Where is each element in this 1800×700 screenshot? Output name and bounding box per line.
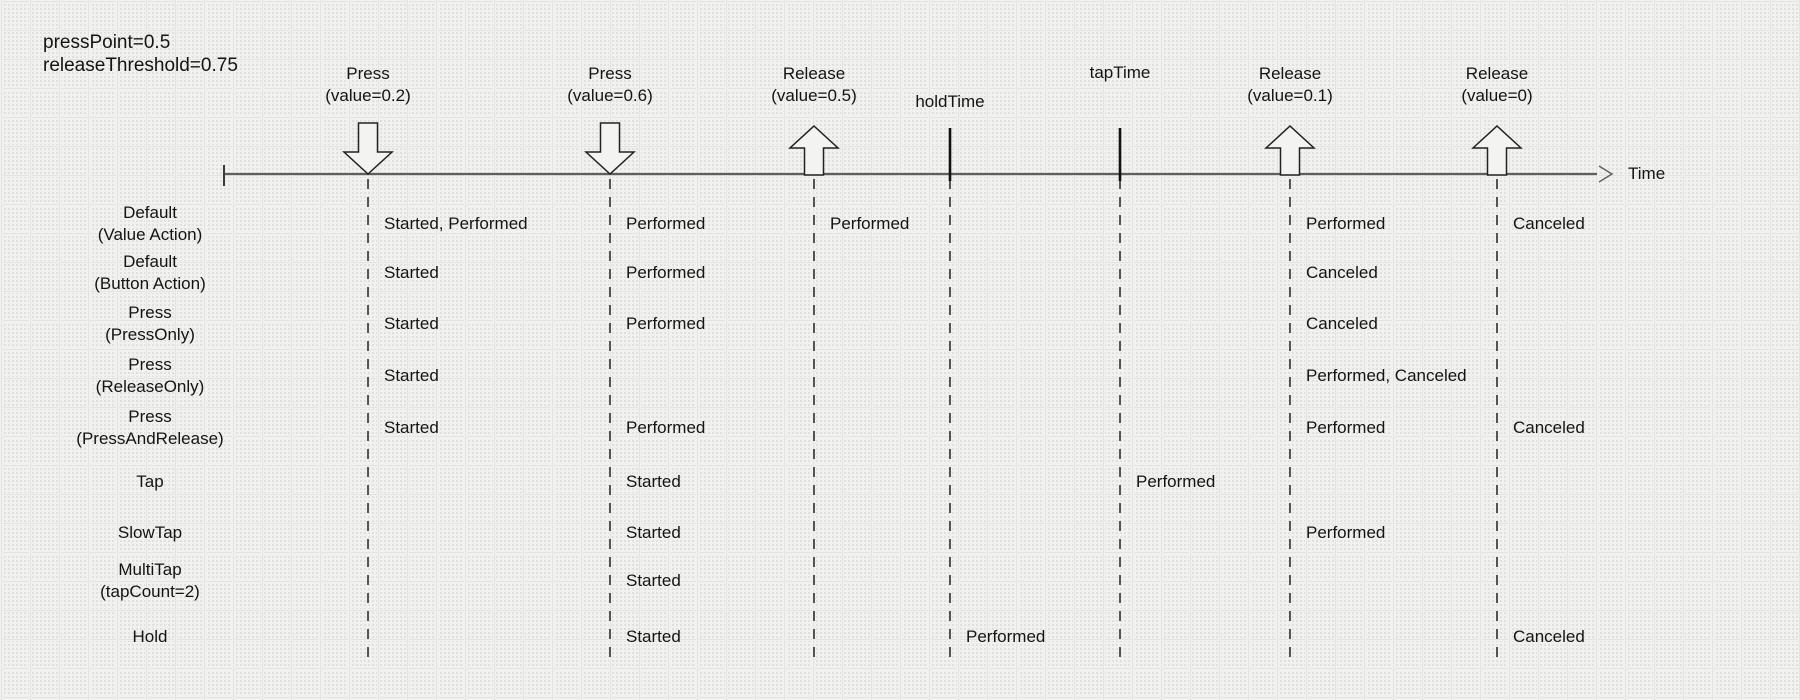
event-default-value-action-release-value-0: Canceled	[1513, 214, 1585, 233]
row-label-slow-tap: SlowTap	[117, 523, 183, 542]
time-axis-label: Time	[1628, 164, 1666, 183]
row-label-default-button-action: Default (Button Action)	[94, 252, 206, 293]
time-axis-arrowhead-icon	[1598, 165, 1614, 183]
event-hold-release-value-0: Canceled	[1513, 627, 1585, 646]
row-label-press-press-only: Press (PressOnly)	[105, 303, 195, 344]
event-default-value-action-release-value-0.5: Performed	[830, 214, 910, 233]
event-press-press-and-release-press-value-0.6: Performed	[626, 418, 706, 437]
event-default-value-action-press-value-0.2: Started, Performed	[384, 214, 528, 233]
event-tap-press-value-0.6: Started	[626, 472, 681, 491]
press-value-0.6-label: Press (value=0.6)	[567, 64, 653, 105]
event-default-value-action-press-value-0.6: Performed	[626, 214, 706, 233]
row-label-press-release-only: Press (ReleaseOnly)	[95, 355, 205, 396]
event-tap-tap-time: Performed	[1136, 472, 1216, 491]
event-default-button-action-release-value-0.1: Canceled	[1306, 263, 1378, 282]
event-default-button-action-press-value-0.6: Performed	[626, 263, 706, 282]
event-press-press-only-press-value-0.6: Performed	[626, 314, 706, 333]
press-down-arrow-icon	[584, 122, 636, 176]
event-press-release-only-release-value-0.1: Performed, Canceled	[1306, 366, 1467, 385]
release-up-arrow-icon	[1264, 124, 1316, 176]
row-label-multi-tap: MultiTap (tapCount=2)	[100, 560, 200, 601]
event-default-button-action-press-value-0.2: Started	[384, 263, 439, 282]
event-press-press-only-release-value-0.1: Canceled	[1306, 314, 1378, 333]
row-label-default-value-action: Default (Value Action)	[97, 203, 203, 244]
event-slow-tap-release-value-0.1: Performed	[1306, 523, 1386, 542]
release-value-0-label: Release (value=0)	[1461, 64, 1533, 105]
event-press-press-only-press-value-0.2: Started	[384, 314, 439, 333]
row-label-hold: Hold	[132, 627, 168, 646]
event-default-value-action-release-value-0.1: Performed	[1306, 214, 1386, 233]
event-multi-tap-press-value-0.6: Started	[626, 571, 681, 590]
event-press-press-and-release-press-value-0.2: Started	[384, 418, 439, 437]
row-label-tap: Tap	[136, 472, 164, 491]
release-value-0.1-label: Release (value=0.1)	[1247, 64, 1333, 105]
release-threshold-parameter: releaseThreshold=0.75	[43, 55, 238, 76]
event-hold-hold-time: Performed	[966, 627, 1046, 646]
press-point-parameter: pressPoint=0.5	[43, 32, 171, 53]
event-press-release-only-press-value-0.2: Started	[384, 366, 439, 385]
event-press-press-and-release-release-value-0.1: Performed	[1306, 418, 1386, 437]
row-label-press-press-and-release: Press (PressAndRelease)	[76, 407, 224, 448]
event-hold-press-value-0.6: Started	[626, 627, 681, 646]
release-value-0.5-label: Release (value=0.5)	[771, 64, 857, 105]
press-value-0.2-label: Press (value=0.2)	[325, 64, 411, 105]
event-press-press-and-release-release-value-0: Canceled	[1513, 418, 1585, 437]
event-slow-tap-press-value-0.6: Started	[626, 523, 681, 542]
hold-time-label: holdTime	[915, 92, 985, 111]
parameters-annotation: pressPoint=0.5 releaseThreshold=0.75	[43, 31, 238, 77]
release-up-arrow-icon	[788, 124, 840, 176]
tap-time-label: tapTime	[1089, 63, 1151, 82]
press-down-arrow-icon	[342, 122, 394, 176]
release-up-arrow-icon	[1471, 124, 1523, 176]
